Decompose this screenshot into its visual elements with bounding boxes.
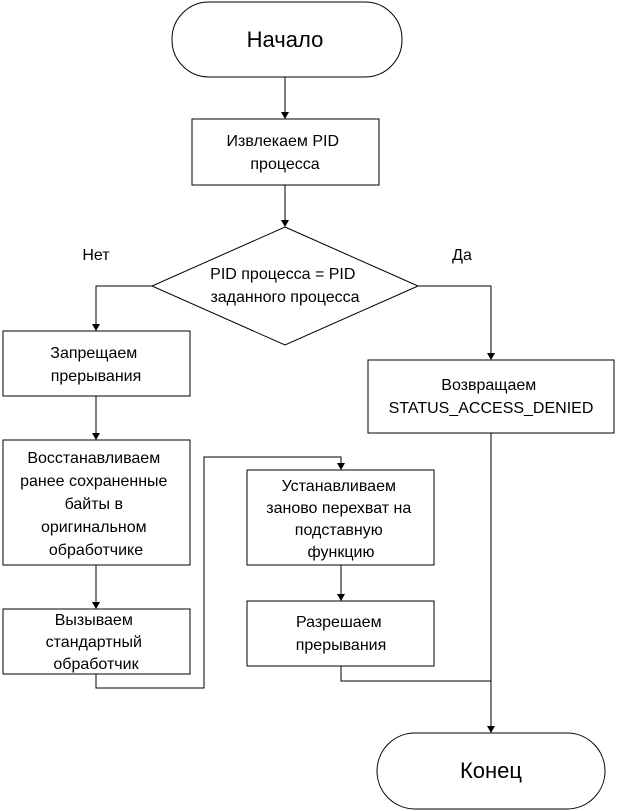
reinstall-hook-box <box>246 469 435 566</box>
call-standard-text: Вызываем стандартный обработчик <box>46 612 147 673</box>
return-denied-box <box>367 359 615 434</box>
yes-branch-label: Да <box>452 247 472 264</box>
arrowhead <box>92 602 100 609</box>
arrowhead <box>281 220 289 227</box>
restore-bytes-box <box>2 439 191 566</box>
extract-pid-text: Извлекаем PID процесса <box>227 133 344 173</box>
extract-pid-box <box>191 118 380 186</box>
arrowhead <box>92 324 100 331</box>
arrowhead <box>337 463 345 470</box>
decision-text: PID процесса = PID заданного процесса <box>210 266 360 306</box>
enable-interrupts-box <box>246 600 435 667</box>
arrowhead <box>92 433 100 440</box>
start-terminal <box>171 1 403 78</box>
call-standard-box <box>2 608 191 675</box>
restore-bytes-text: Восстанавливаем ранее сохраненные байты … <box>20 450 172 559</box>
edge-no-branch <box>95 285 152 324</box>
enable-interrupts-text: Разрешаем прерывания <box>296 614 387 654</box>
disable-interrupts-text: Запрещаем прерывания <box>50 345 141 385</box>
start-label: Начало <box>247 27 324 52</box>
edge-enable-to-merge <box>340 666 491 682</box>
disable-interrupts-box <box>2 330 191 397</box>
arrowhead <box>487 726 495 733</box>
arrowhead <box>281 112 289 119</box>
reinstall-hook-text: Устанавливаем заново перехват на подстав… <box>266 478 415 561</box>
pid-decision <box>150 226 420 346</box>
edge-call-to-reinstall <box>95 456 342 689</box>
no-branch-label: Нет <box>82 247 110 264</box>
end-label: Конец <box>460 758 522 783</box>
arrowhead <box>487 353 495 360</box>
arrowhead <box>337 594 345 601</box>
return-denied-text: Возвращаем STATUS_ACCESS_DENIED <box>389 377 594 417</box>
edge-yes-branch <box>418 285 492 353</box>
